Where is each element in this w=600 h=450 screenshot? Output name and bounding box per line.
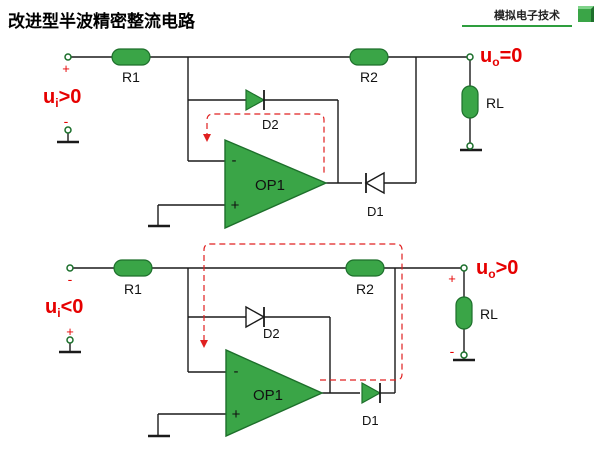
brand-underline: [462, 25, 572, 27]
resistor-r2-b: [345, 259, 385, 277]
circuit-positive-input: [57, 56, 482, 228]
ui-label: ui>0: [43, 86, 81, 110]
opamp-op1: [224, 138, 328, 230]
op-minus-sign-b: -: [234, 363, 239, 380]
input-minus-sign-b: -: [68, 271, 73, 287]
resistor-r1: [111, 48, 151, 66]
diode-d1: [364, 171, 385, 195]
input-ground-terminal-b: [66, 336, 74, 344]
op-plus-sign-b: +: [232, 406, 241, 423]
diode-d2-b: [245, 305, 266, 329]
label-rl-b: RL: [480, 306, 498, 322]
rl-ground-terminal: [466, 142, 474, 150]
label-r2-b: R2: [356, 281, 374, 297]
op-plus-sign: +: [231, 197, 240, 214]
rl-plus-sign: +: [448, 271, 456, 286]
page-title: 改进型半波精密整流电路: [8, 12, 195, 31]
label-d2-b: D2: [263, 326, 280, 341]
label-d1: D1: [367, 204, 384, 219]
current-path-bottom: [203, 243, 403, 381]
resistor-r2: [349, 48, 389, 66]
resistor-rl: [461, 85, 479, 119]
label-op1: OP1: [255, 177, 285, 194]
current-arrow-bottom: [200, 340, 208, 348]
brand-cube-icon: [578, 6, 594, 22]
label-op1-b: OP1: [253, 387, 283, 404]
current-path-top: [206, 113, 325, 176]
brand-label: 模拟电子技术: [494, 10, 560, 22]
output-terminal: [466, 53, 474, 61]
label-d2: D2: [262, 117, 279, 132]
input-plus-sign: +: [62, 61, 70, 76]
label-rl: RL: [486, 95, 504, 111]
uo-label: uo=0: [480, 45, 522, 69]
diode-d2: [245, 88, 266, 112]
input-terminal: [64, 53, 72, 61]
resistor-r1-b: [113, 259, 153, 277]
rl-minus-sign: -: [450, 343, 455, 359]
diode-d1-b: [361, 381, 382, 405]
uo-label-b: uo>0: [476, 257, 518, 281]
label-r1: R1: [122, 69, 140, 85]
opamp-op1-b: [225, 348, 324, 438]
ui-label-b: ui<0: [45, 296, 83, 320]
current-arrow-top: [203, 134, 211, 142]
input-minus-sign: -: [64, 113, 69, 129]
input-terminal-b: [66, 264, 74, 272]
rl-ground-terminal-b: [460, 351, 468, 359]
label-r1-b: R1: [124, 281, 142, 297]
label-d1-b: D1: [362, 413, 379, 428]
circuit-negative-input: [59, 267, 475, 438]
op-minus-sign: -: [232, 152, 237, 169]
resistor-rl-b: [455, 296, 473, 330]
output-terminal-b: [460, 264, 468, 272]
input-ground-terminal: [64, 126, 72, 134]
label-r2: R2: [360, 69, 378, 85]
input-plus-sign-b: +: [66, 324, 74, 339]
